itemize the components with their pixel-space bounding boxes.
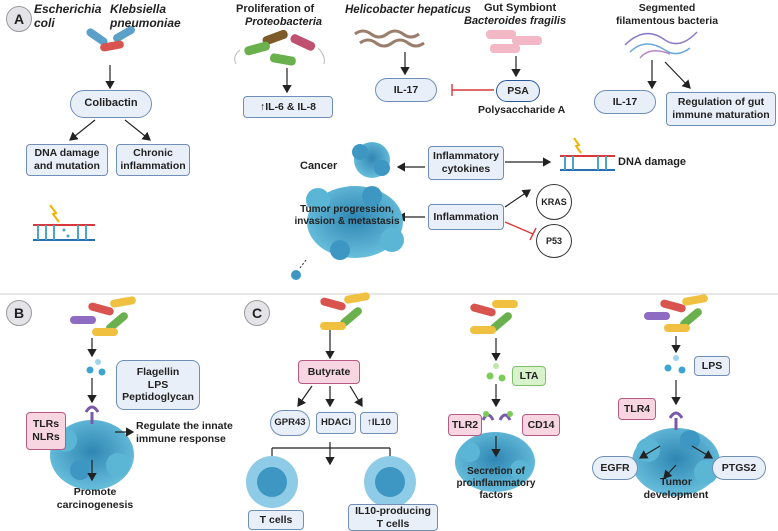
il17-box-a: IL-17: [375, 78, 437, 102]
bacteria-cluster-c1: [320, 292, 370, 330]
promote-label: Promote carcinogenesis: [56, 486, 134, 511]
il10-t-cell-icon: [364, 456, 416, 508]
helicobacter-label: Helicobacter hepaticus: [345, 4, 471, 16]
gpr43-box: GPR43: [270, 410, 310, 436]
il17-box-b: IL-17: [594, 90, 656, 114]
lps-dots: [664, 355, 686, 374]
lps-box: LPS: [694, 356, 730, 376]
psa-box: PSA: [496, 80, 540, 102]
ptgs2-box: PTGS2: [712, 456, 766, 480]
tumor-c3: [632, 411, 720, 496]
regulate-label: Regulate the innate immune response: [136, 420, 233, 445]
bacteria-cluster-c2: [470, 300, 518, 334]
bacteroides-label: Bacteroides fragilis: [464, 15, 567, 27]
dna-icon-left: [33, 204, 95, 241]
egfr-box: EGFR: [592, 456, 638, 480]
panel-label-b: B: [6, 300, 32, 326]
polysaccharide-label: Polysaccharide A: [478, 104, 566, 116]
cd14-box: CD14: [522, 414, 560, 436]
dna-icon-right: [560, 137, 615, 171]
proliferation-label: Proliferation of: [236, 3, 315, 15]
inflammatory-cytokines-box: Inflammatory cytokines: [428, 146, 504, 180]
proteobacteria-label: Proteobacteria: [245, 16, 323, 28]
dots-b: [86, 359, 106, 376]
dna-damage-mutation-box: DNA damage and mutation: [26, 144, 108, 176]
lta-dots: [486, 363, 506, 382]
hdaci-box: HDACi: [316, 412, 356, 434]
inflammation-box: Inflammation: [428, 204, 504, 230]
tumor-development-label: Tumor development: [643, 476, 709, 501]
lta-box: LTA: [512, 366, 546, 386]
gut-symbiont-label: Gut Symbiont: [484, 2, 557, 14]
tumor-b: [50, 405, 134, 490]
regulation-box: Regulation of gut immune maturation: [666, 92, 776, 126]
tumor-c2: [455, 411, 535, 492]
panel-label-a: A: [6, 6, 32, 32]
panel-label-c: C: [244, 300, 270, 326]
p53-circle: P53: [536, 224, 572, 258]
kras-circle: KRAS: [536, 184, 572, 220]
il10-t-cells-box: IL10-producing T cells: [348, 504, 438, 531]
segmented-label: Segmented filamentous bacteria: [615, 2, 719, 27]
ecoli-klebsiella-bacteria-icon: [86, 26, 135, 52]
helicobacter-icon: [354, 29, 425, 48]
t-cell-icon: [246, 456, 298, 508]
tumor-progression-label: Tumor progression, invasion & metastasis: [294, 204, 400, 227]
klebsiella-label: Klebsiella pneumoniae: [110, 2, 181, 30]
proteobacteria-icon: [234, 29, 325, 66]
dna-damage-label: DNA damage: [618, 156, 687, 168]
bacteria-cluster-b: [70, 296, 136, 336]
tlrs-nlrs-box: TLRs NLRs: [26, 412, 66, 450]
il10-box: ↑IL10: [360, 412, 398, 434]
t-cells-box: T cells: [248, 510, 304, 530]
ecoli-label: Escherichia coli: [34, 2, 102, 30]
cancer-label: Cancer: [300, 160, 338, 172]
butyrate-box: Butyrate: [298, 360, 360, 384]
cancer-tumor-icon: [352, 142, 390, 178]
flagellin-lps-box: Flagellin LPS Peptidoglycan: [116, 360, 200, 410]
segmented-filamentous-icon: [624, 31, 698, 59]
chronic-inflammation-box: Chronic inflammation: [116, 144, 190, 176]
tlr2-box: TLR2: [448, 414, 482, 436]
il6-il8-box: ↑IL-6 & IL-8: [243, 96, 333, 118]
secretion-label: Secretion of proinflammatory factors: [456, 466, 536, 501]
bacteroides-icon: [486, 30, 542, 53]
tlr4-box: TLR4: [618, 398, 656, 420]
colibactin-box: Colibactin: [70, 90, 152, 118]
bacteria-cluster-c3: [644, 294, 708, 332]
metastasis-tumor-icon: [291, 186, 404, 280]
inhibit-arrows: [451, 84, 537, 241]
